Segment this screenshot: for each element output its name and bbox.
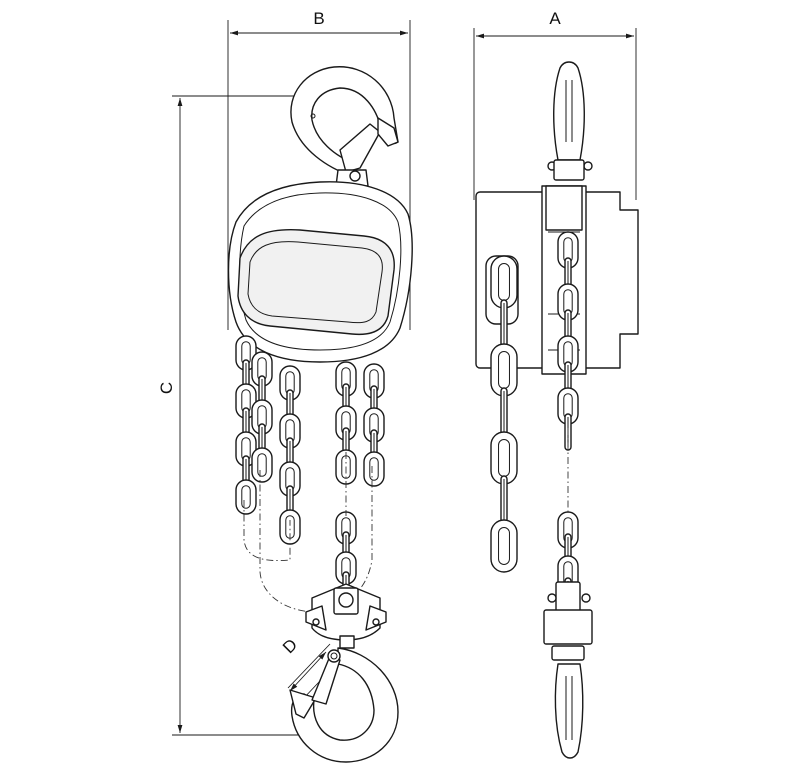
chain-link: [557, 335, 579, 373]
chain-link: [279, 413, 301, 449]
dimension-d-label: D: [279, 635, 301, 657]
front-chains: [235, 335, 385, 605]
dimension-a: A: [473, 9, 637, 200]
chain-link: [235, 479, 257, 515]
front-view: [227, 66, 413, 763]
dimension-c-label: C: [157, 382, 176, 394]
chain-link: [363, 451, 385, 487]
side-view: [475, 61, 639, 759]
side-top-hook: [547, 61, 593, 181]
chain-link: [557, 231, 579, 269]
dimension-b-label: B: [313, 9, 324, 28]
bottom-hook: [289, 647, 399, 763]
side-bottom-block: [543, 581, 593, 759]
chain-link: [251, 447, 273, 483]
top-hook: [290, 66, 399, 202]
bottom-block: [305, 583, 387, 649]
chain-link: [490, 519, 518, 573]
hoist-body: [227, 181, 413, 363]
chain-link-side: [500, 299, 508, 353]
dimension-a-label: A: [549, 9, 561, 28]
chain-link: [490, 255, 518, 309]
